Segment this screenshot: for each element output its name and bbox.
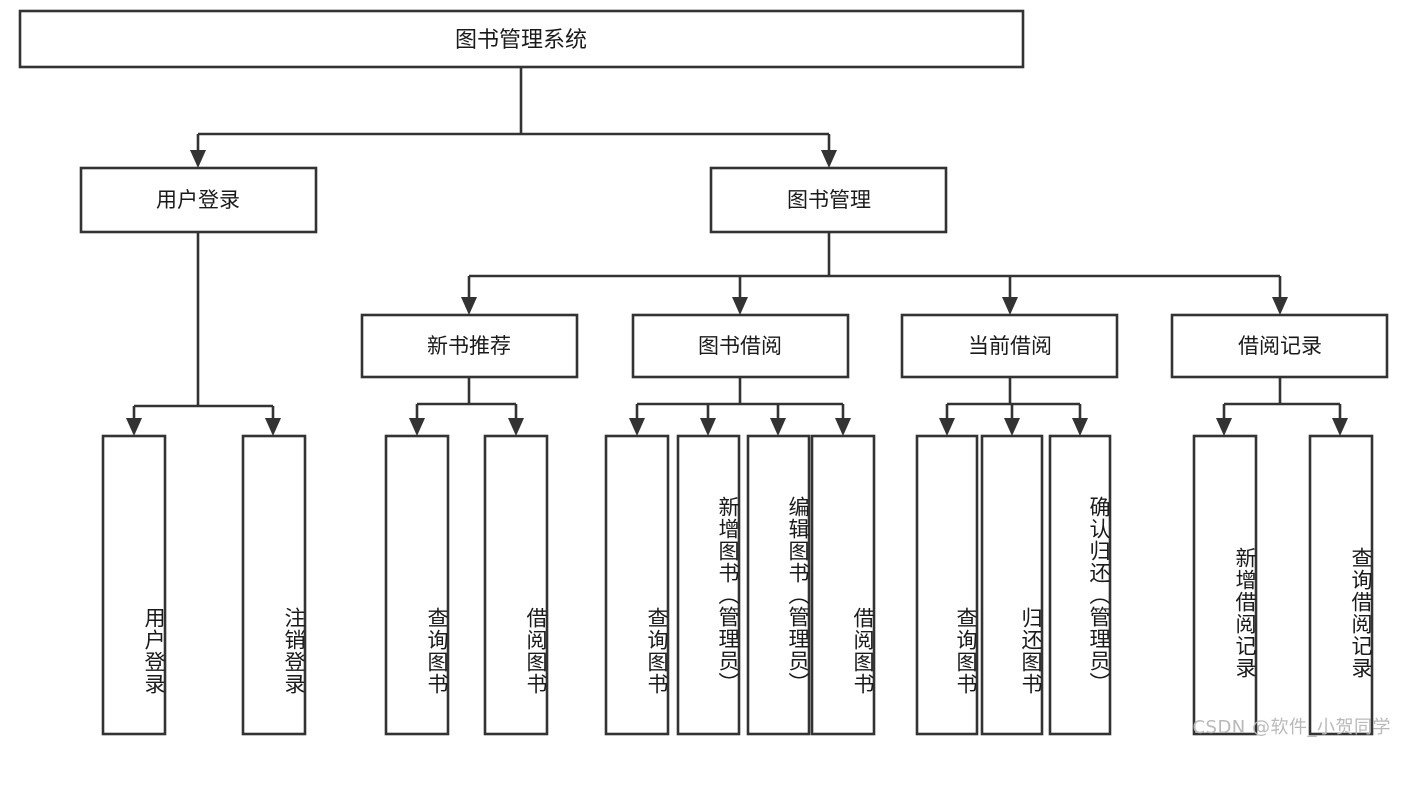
arrow-leaf-confirm-return xyxy=(1072,418,1088,436)
node-leaf-edit-book-box[interactable] xyxy=(746,434,811,736)
arrow-leaf-logout-login xyxy=(265,418,281,436)
node-leaf-logout-login-box[interactable] xyxy=(241,434,307,736)
arrow-book-borrow xyxy=(732,297,748,315)
node-leaf-borrow-book-1-box[interactable] xyxy=(483,434,549,736)
arrow-leaf-add-record xyxy=(1216,418,1232,436)
arrow-current-borrow xyxy=(1002,297,1018,315)
node-root-box[interactable] xyxy=(18,9,1025,69)
node-leaf-query-book-2-box[interactable] xyxy=(604,434,670,736)
connector-layer xyxy=(126,67,1348,436)
arrow-to-book-manage xyxy=(821,150,837,168)
arrow-to-user-login xyxy=(190,150,206,168)
diagram-canvas: 图书管理系统 用户登录 图书管理 新书推荐 图书借阅 当前借阅 借阅记录 xyxy=(18,9,1391,738)
node-book-borrow-box[interactable] xyxy=(631,313,850,379)
tree-diagram-svg: 图书管理系统 用户登录 图书管理 新书推荐 图书借阅 当前借阅 借阅记录 xyxy=(18,9,1389,736)
node-layer: 图书管理系统 用户登录 图书管理 新书推荐 图书借阅 当前借阅 借阅记录 xyxy=(18,9,1389,736)
node-leaf-confirm-return-box[interactable] xyxy=(1048,434,1112,736)
node-new-book-recommend-box[interactable] xyxy=(360,313,579,379)
arrow-leaf-edit-book xyxy=(770,418,786,436)
node-borrow-record-label: 借阅记录 xyxy=(1238,334,1322,358)
node-leaf-return-book-box[interactable] xyxy=(980,434,1044,736)
arrow-leaf-borrow-book-2 xyxy=(835,418,851,436)
arrow-leaf-add-book xyxy=(700,418,716,436)
node-leaf-add-record-box[interactable] xyxy=(1192,434,1258,736)
node-current-borrow-label: 当前借阅 xyxy=(968,334,1052,358)
node-leaf-user-login-box[interactable] xyxy=(101,434,167,736)
node-user-login-box[interactable] xyxy=(79,166,318,234)
arrow-borrow-record xyxy=(1272,297,1288,315)
watermark-text: CSDN @软件_小贺同学 xyxy=(1192,717,1391,738)
node-user-login-label: 用户登录 xyxy=(156,188,240,212)
node-book-manage-label: 图书管理 xyxy=(787,188,871,212)
node-borrow-record-box[interactable] xyxy=(1170,313,1389,379)
arrow-new-book-recommend xyxy=(461,297,477,315)
arrow-leaf-query-record xyxy=(1332,418,1348,436)
node-book-manage-box[interactable] xyxy=(709,166,948,234)
node-leaf-query-book-3-box[interactable] xyxy=(915,434,979,736)
node-leaf-borrow-book-2-box[interactable] xyxy=(810,434,876,736)
arrow-leaf-query-book-2 xyxy=(629,418,645,436)
node-leaf-query-record-box[interactable] xyxy=(1308,434,1374,736)
node-book-borrow-label: 图书借阅 xyxy=(698,334,782,358)
arrow-leaf-user-login xyxy=(126,418,142,436)
arrow-leaf-query-book-1 xyxy=(409,418,425,436)
node-root-label: 图书管理系统 xyxy=(455,28,587,53)
node-current-borrow-box[interactable] xyxy=(900,313,1119,379)
arrow-leaf-query-book-3 xyxy=(939,418,955,436)
arrow-leaf-return-book xyxy=(1004,418,1020,436)
node-new-book-recommend-label: 新书推荐 xyxy=(427,334,511,358)
node-leaf-add-book-box[interactable] xyxy=(676,434,741,736)
arrow-leaf-borrow-book-1 xyxy=(508,418,524,436)
node-leaf-query-book-1-box[interactable] xyxy=(384,434,450,736)
